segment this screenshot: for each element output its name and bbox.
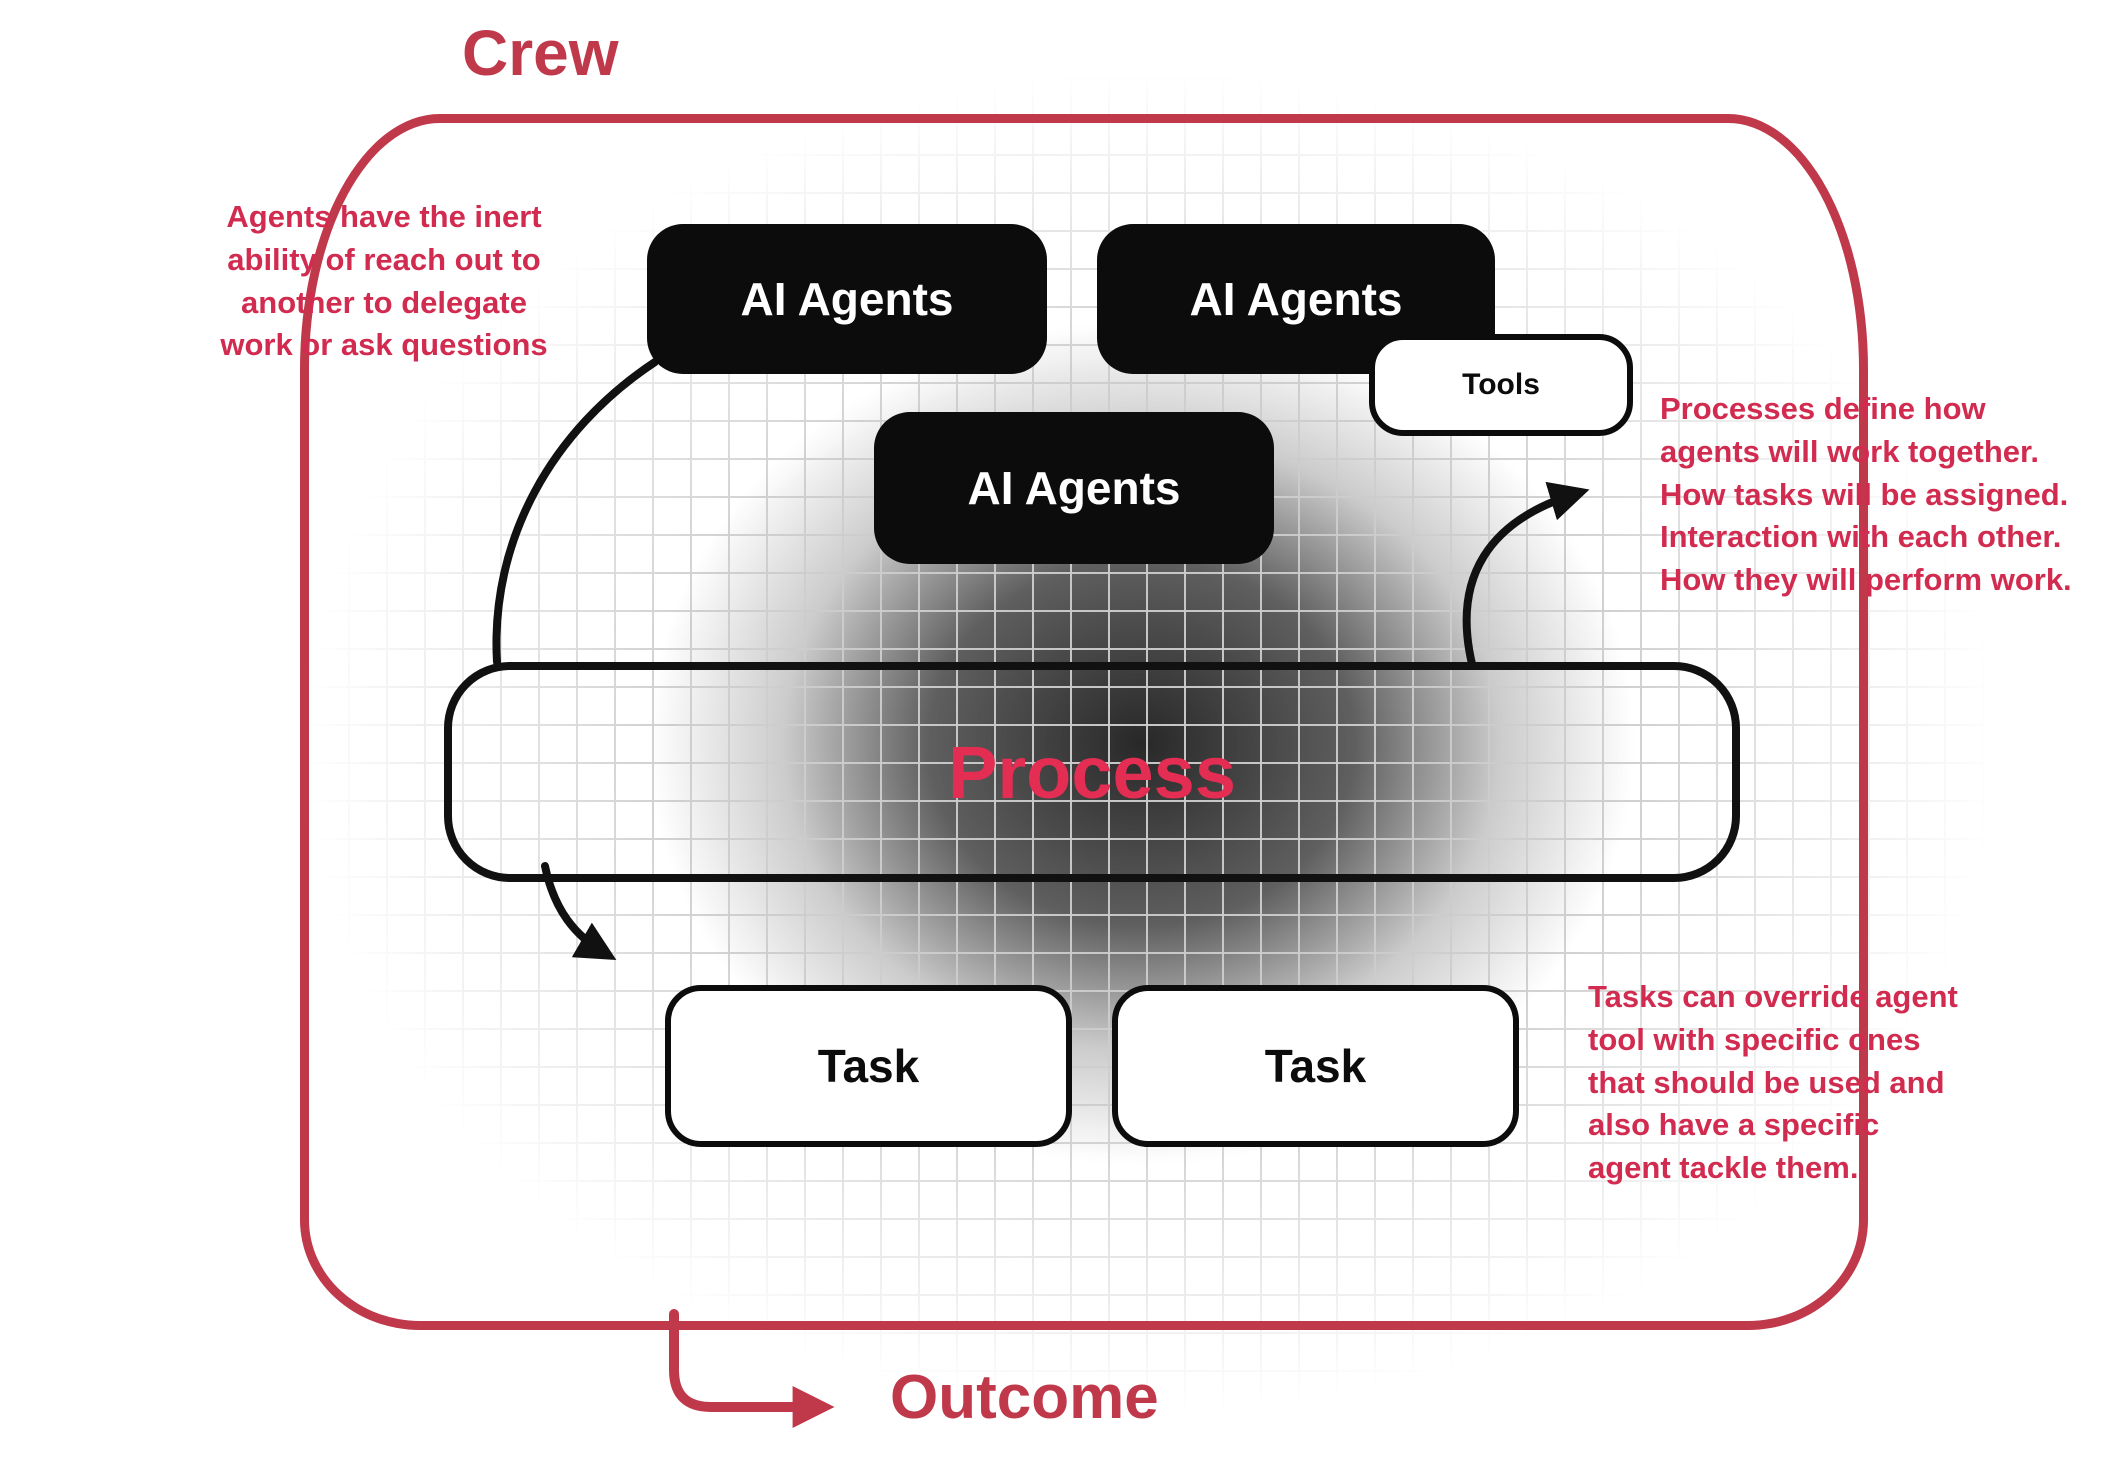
ai-agents-box-1: AI Agents — [647, 224, 1047, 374]
tools-label: Tools — [1462, 368, 1540, 401]
crew-boundary — [300, 114, 1868, 1330]
ai-agents-label-1: AI Agents — [740, 273, 954, 325]
task-label-2: Task — [1264, 1040, 1367, 1092]
crew-label: Crew — [462, 17, 619, 89]
task-box-2: Task — [1112, 985, 1519, 1147]
process-label: Process — [948, 730, 1236, 814]
task-label-1: Task — [817, 1040, 920, 1092]
ai-agents-box-3: AI Agents — [874, 412, 1274, 564]
annotation-tasks-override: Tasks can override agent tool with speci… — [1588, 979, 1958, 1186]
tools-box: Tools — [1369, 334, 1633, 436]
task-box-1: Task — [665, 985, 1072, 1147]
ai-agents-box-2: AI Agents — [1097, 224, 1495, 374]
annotation-processes-define: Processes define how agents will work to… — [1660, 391, 2072, 598]
outcome-label: Outcome — [890, 1363, 1159, 1432]
process-box: Process — [444, 662, 1740, 882]
ai-agents-label-2: AI Agents — [1189, 273, 1403, 325]
annotation-agents-delegate: Agents have the inert ability of reach o… — [220, 199, 548, 363]
ai-agents-label-3: AI Agents — [967, 462, 1181, 514]
